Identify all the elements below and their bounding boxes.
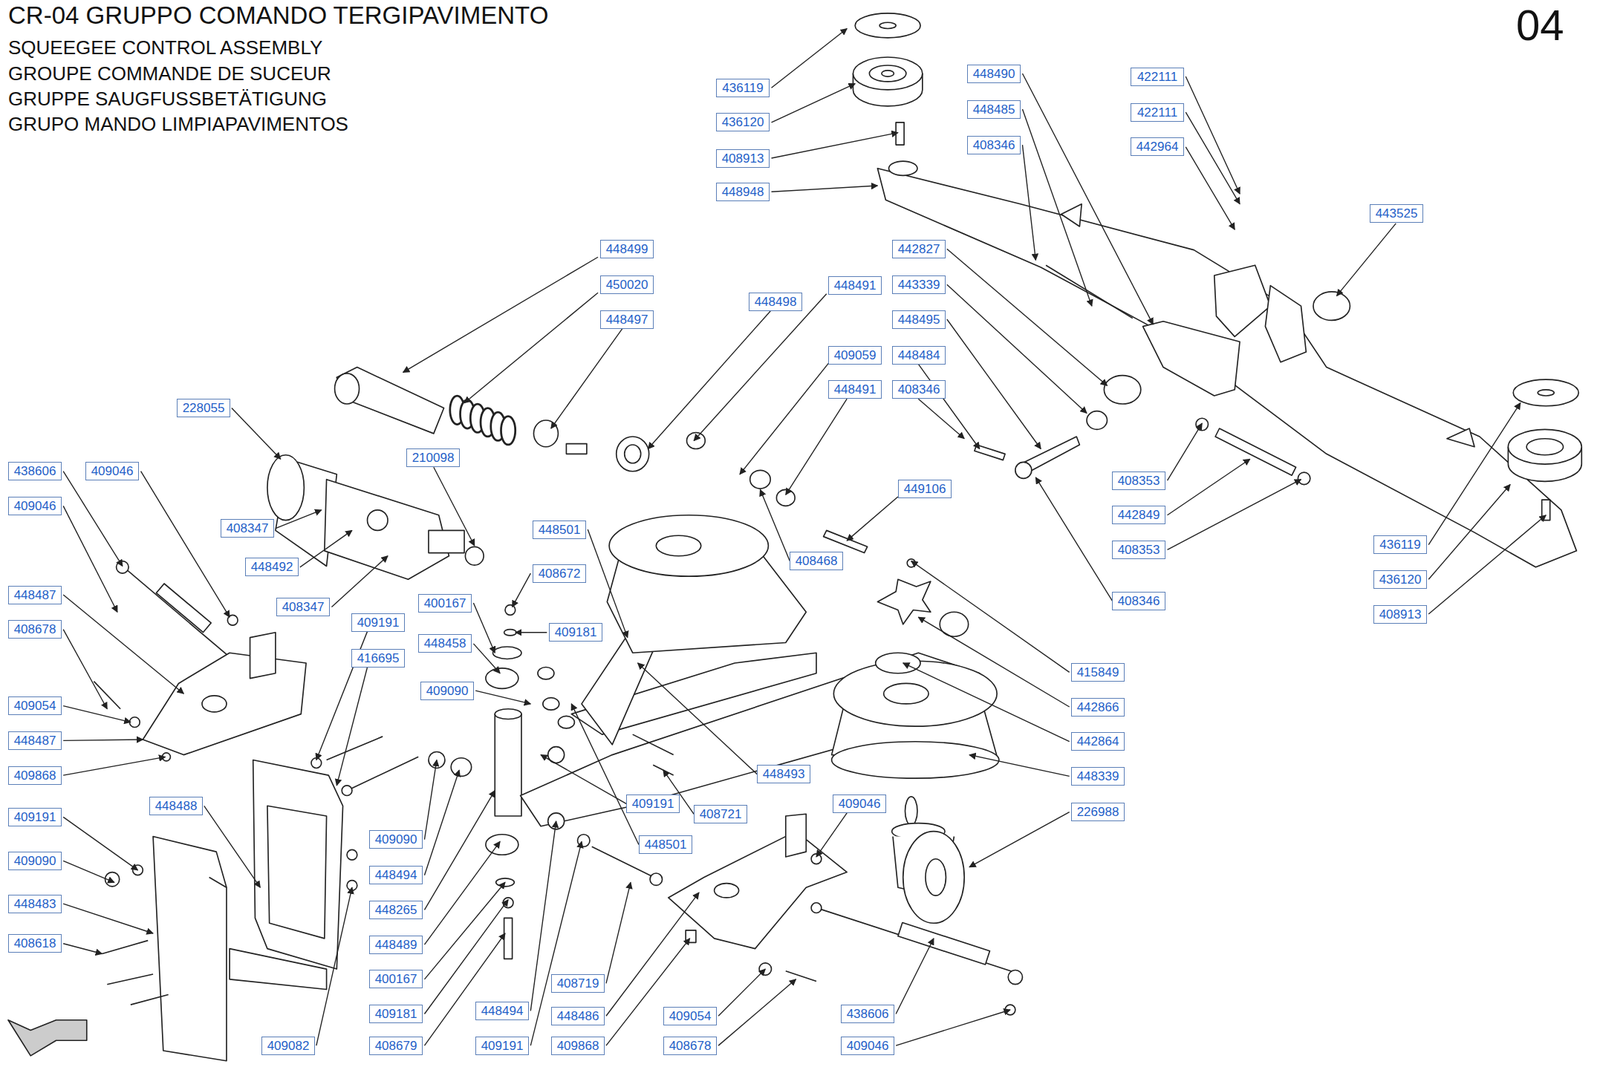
callout-number: 443339 — [892, 275, 946, 295]
callout-number: 448491 — [828, 276, 882, 295]
callout-number: 448458 — [418, 634, 472, 653]
callout-number: 448492 — [245, 557, 299, 577]
callout-number: 450020 — [600, 275, 654, 295]
callout-number: 442849 — [1111, 505, 1166, 525]
callout-number: 448494 — [475, 1002, 529, 1021]
callout-number: 448484 — [892, 346, 946, 365]
callout-number: 422111 — [1130, 103, 1185, 122]
callout-number: 448501 — [532, 520, 587, 540]
callout-number: 409090 — [420, 681, 474, 701]
callout-number: 443525 — [1369, 204, 1424, 223]
callout-number: 438606 — [8, 462, 62, 481]
callout-number: 409054 — [8, 696, 62, 716]
callout-number: 416695 — [351, 649, 405, 668]
callout-number: 448495 — [892, 310, 946, 330]
callout-number: 408347 — [276, 597, 330, 617]
callout-number: 442864 — [1071, 732, 1125, 751]
callout-number: 228055 — [176, 398, 231, 418]
callout-number: 408721 — [693, 805, 748, 824]
callout-number: 409046 — [8, 496, 62, 516]
callout-number: 408618 — [8, 934, 62, 954]
callout-number: 409191 — [8, 808, 62, 827]
callout-number: 448498 — [748, 292, 803, 312]
callout-number: 226988 — [1071, 802, 1125, 822]
callout-number: 409090 — [369, 830, 423, 850]
callout-number: 448486 — [551, 1007, 605, 1026]
callout-number: 409191 — [351, 613, 405, 633]
callout-number: 400167 — [418, 594, 472, 613]
callout-number: 448487 — [8, 731, 62, 751]
subtitle: GROUPE COMMANDE DE SUCEUR — [8, 62, 332, 85]
callout-number: 408672 — [532, 564, 587, 584]
callout-number: 448948 — [716, 182, 770, 202]
subtitle: SQUEEGEE CONTROL ASSEMBLY — [8, 36, 323, 59]
callout-number: 408679 — [369, 1036, 423, 1056]
callout-number: 409868 — [8, 766, 62, 786]
callout-number: 448491 — [828, 380, 882, 399]
callout-number: 409082 — [261, 1036, 315, 1056]
callout-number: 415849 — [1071, 663, 1125, 682]
callout-number: 438606 — [840, 1005, 895, 1024]
callout-number: 409191 — [475, 1036, 529, 1056]
callout-number: 448497 — [600, 310, 654, 330]
callout-number: 449106 — [898, 479, 952, 499]
callout-number: 448493 — [756, 765, 811, 784]
callout-number: 436119 — [716, 78, 770, 98]
callout-number: 210098 — [406, 448, 460, 468]
callout-number: 448488 — [149, 797, 203, 816]
callout-number: 442964 — [1130, 137, 1185, 156]
callout-number: 409054 — [663, 1007, 717, 1026]
callout-number: 409059 — [828, 346, 882, 365]
callout-number: 409191 — [626, 794, 680, 814]
callout-number: 448501 — [638, 835, 693, 855]
callout-number: 408346 — [967, 135, 1021, 155]
callout-number: 408346 — [1111, 592, 1166, 611]
callout-number: 442866 — [1071, 698, 1125, 717]
callout-number: 400167 — [369, 970, 423, 989]
callout-number: 436119 — [1373, 535, 1427, 555]
callout-number: 422111 — [1130, 67, 1185, 87]
callout-number: 408468 — [789, 551, 844, 571]
callout-number: 448490 — [967, 64, 1021, 84]
callout-number: 436120 — [1373, 570, 1427, 590]
callout-number: 448499 — [600, 239, 654, 259]
callout-number: 408346 — [892, 380, 946, 399]
diagram-title: CR-04 GRUPPO COMANDO TERGIPAVIMENTO — [8, 2, 549, 29]
callout-number: 436120 — [716, 112, 770, 132]
callout-number: 409181 — [548, 623, 603, 642]
callout-number: 442827 — [892, 239, 946, 259]
page-number: 04 — [1516, 2, 1565, 49]
callout-number: 408913 — [716, 149, 770, 168]
callout-number: 408678 — [8, 620, 62, 639]
callout-number: 408353 — [1111, 471, 1166, 491]
callout-number: 409181 — [369, 1005, 423, 1024]
callout-number: 408913 — [1373, 605, 1427, 624]
callout-number: 409046 — [85, 462, 139, 481]
callout-number: 408678 — [663, 1036, 717, 1056]
callout-number: 448485 — [967, 100, 1021, 119]
callout-number: 409090 — [8, 851, 62, 871]
callout-number: 448265 — [369, 901, 423, 920]
callout-number: 448483 — [8, 895, 62, 914]
callout-number: 409868 — [551, 1036, 605, 1056]
callout-number: 448494 — [369, 866, 423, 885]
callout-number: 448339 — [1071, 767, 1125, 786]
subtitle: GRUPPE SAUGFUSSBETÄTIGUNG — [8, 87, 327, 110]
callout-number: 448489 — [369, 935, 423, 955]
subtitle: GRUPO MANDO LIMPIAPAVIMENTOS — [8, 112, 349, 136]
callout-number: 409046 — [840, 1036, 895, 1056]
callout-number: 409046 — [832, 794, 887, 814]
callout-number: 448487 — [8, 586, 62, 605]
callout-number: 408353 — [1111, 540, 1166, 560]
callout-number: 408719 — [551, 974, 605, 994]
callout-number: 408347 — [220, 519, 275, 538]
